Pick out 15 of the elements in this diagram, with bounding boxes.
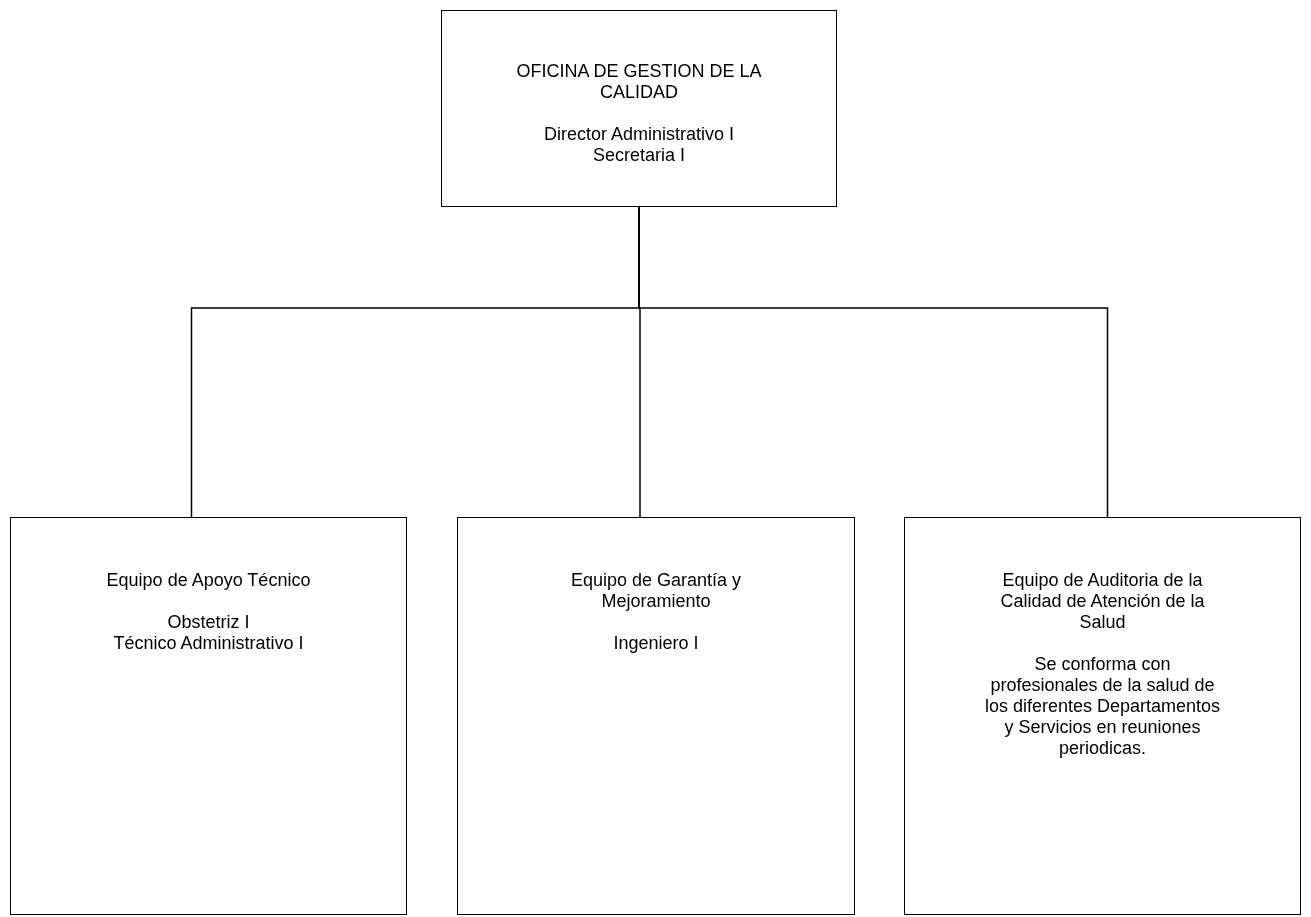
unit-title: Equipo de Auditoria de la Calidad de Atención de la Salud bbox=[999, 570, 1206, 633]
office-box bbox=[441, 10, 837, 207]
connector-line bbox=[638, 206, 1109, 518]
team-box bbox=[10, 517, 407, 915]
description-text: Se conforma con profesionales de la salud de los diferentes Departamentos y Servicios en reuniones periodicas. bbox=[983, 654, 1222, 759]
role-text: Ingeniero I bbox=[613, 633, 699, 654]
role-text: Técnico Administrativo I bbox=[113, 633, 304, 654]
role-text: Secretaria I bbox=[592, 145, 685, 166]
unit-title: OFICINA DE GESTION DE LA CALIDAD bbox=[515, 61, 763, 103]
unit-title: Equipo de Apoyo Técnico bbox=[106, 570, 311, 591]
team-box bbox=[457, 517, 855, 915]
role-text: Director Administrativo I bbox=[543, 124, 735, 145]
team-box bbox=[904, 517, 1301, 915]
unit-title: Equipo de Garantía y Mejoramiento bbox=[569, 570, 743, 612]
role-text: Obstetriz I bbox=[167, 612, 250, 633]
